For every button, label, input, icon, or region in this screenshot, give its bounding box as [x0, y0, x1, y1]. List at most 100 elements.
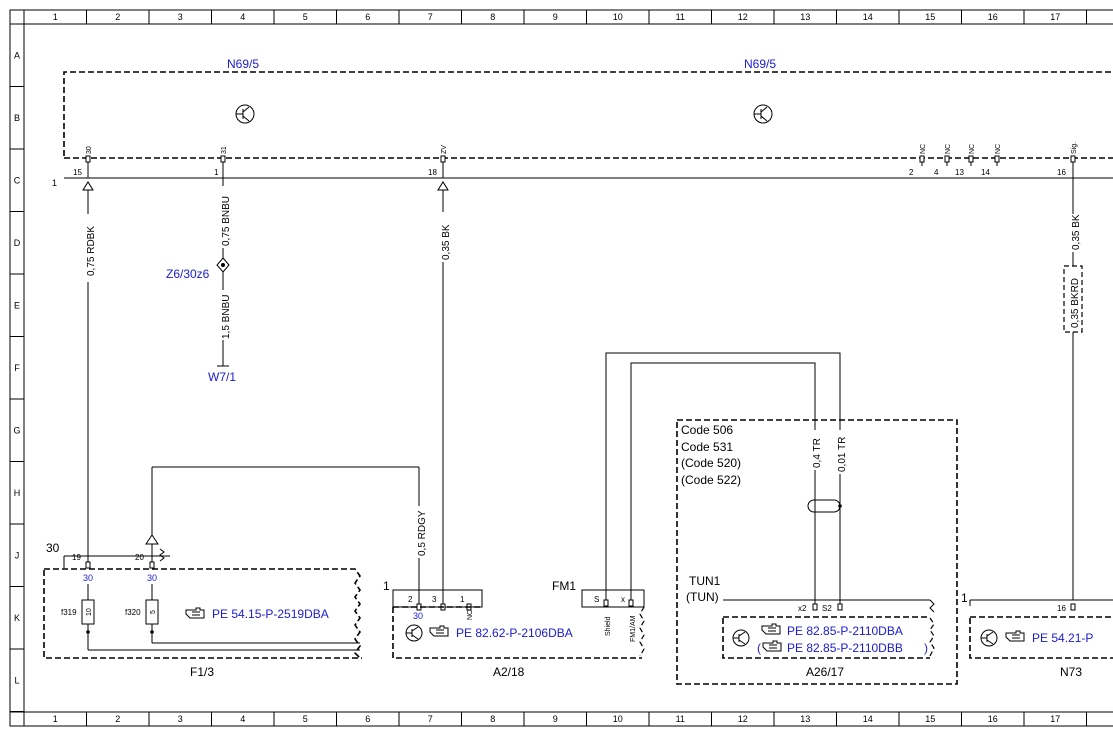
n73-pin-16: 16: [1057, 604, 1066, 613]
pin-zv: ZV: [441, 145, 448, 154]
wire-label-bnbu-1: 0,75 BNBU: [221, 196, 232, 246]
z6-label: Z6/30z6: [166, 267, 210, 281]
n69-pins: [85, 155, 1076, 163]
grid-column-label: 6: [365, 714, 370, 724]
a2-bus-number: 1: [383, 579, 390, 593]
f1-pin-19: 19: [72, 553, 81, 562]
grid-column-label: 10: [613, 12, 623, 22]
pointing-hand-icon: [1005, 630, 1025, 642]
grid-column-label: 12: [738, 12, 748, 22]
n69-label-left: N69/5: [227, 57, 259, 71]
n73-box: [969, 618, 1113, 659]
grid-row-label: L: [14, 675, 19, 685]
fuse-f320: f320: [125, 608, 141, 617]
f1-label: F1/3: [190, 665, 214, 679]
coax-signal-route: [630, 362, 816, 600]
pin-num-14: 14: [981, 168, 990, 177]
fm1-connector: [581, 589, 645, 608]
grid-column-label: 16: [988, 12, 998, 22]
fm1-pin-x: x: [621, 595, 625, 604]
pin-num-18: 18: [428, 168, 437, 177]
grid-column-label: 3: [178, 714, 183, 724]
ref-a26-b-open: (: [757, 641, 761, 655]
grid-column-label: 4: [240, 714, 245, 724]
n69-label-right: N69/5: [744, 57, 776, 71]
code-531: Code 531: [681, 440, 733, 454]
a2-label: A2/18: [493, 665, 525, 679]
grid-column-label: 14: [863, 12, 873, 22]
fuse-30-a: 30: [83, 573, 93, 583]
grid-row-label: D: [14, 238, 21, 248]
fuse-f319: f319: [61, 608, 77, 617]
pin-nc-4: NC: [995, 144, 1002, 154]
pin-num-13: 13: [955, 168, 964, 177]
bus-number: 1: [52, 178, 57, 188]
f1-box-break: [44, 568, 361, 659]
grid-column-label: 12: [738, 714, 748, 724]
grid-column-label: 4: [240, 12, 245, 22]
w7-label: W7/1: [208, 370, 236, 384]
a2-pin-3: 3: [432, 595, 437, 604]
transistor-icon: [732, 629, 750, 647]
tun-label: (TUN): [686, 590, 719, 604]
grid-column-label: 6: [365, 12, 370, 22]
a26-pin-x2: x2: [798, 604, 807, 613]
f1-box: [43, 570, 362, 659]
grid-column-label: 8: [490, 714, 495, 724]
coax-shield-route: [605, 352, 841, 600]
grid-column-label: 3: [178, 12, 183, 22]
pin-num-2: 2: [909, 168, 914, 177]
a2-pin-1: 1: [460, 595, 465, 604]
grid-row-label: B: [14, 113, 20, 123]
grid-row-label: K: [14, 613, 20, 623]
pin-num-4: 4: [934, 168, 939, 177]
pin-nc-2: NC: [945, 144, 952, 154]
splice-icon: [216, 257, 230, 273]
code-520: (Code 520): [681, 456, 741, 470]
pin-nc-1: NC: [920, 144, 927, 154]
code-506: Code 506: [681, 423, 733, 437]
wire-label-tr-2: 0,01 TR: [837, 437, 848, 472]
a26-pin-s2: S2: [822, 604, 832, 613]
grid-row-label: F: [14, 363, 20, 373]
n73-bus-number: 1: [961, 591, 968, 605]
fm1-label: FM1: [552, 579, 576, 593]
a26-label: A26/17: [806, 665, 844, 679]
grid-column-label: 11: [676, 12, 685, 22]
grid-column-label: 2: [115, 12, 120, 22]
wire-label-bnbu-2: 1,5 BNBU: [221, 295, 232, 339]
pointing-hand-icon: [185, 607, 205, 619]
grid-row-label: A: [14, 50, 20, 60]
grid-column-label: 7: [428, 714, 433, 724]
ref-a26-a: PE 82.85-P-2110DBA: [787, 624, 903, 638]
a2-pin-30: 30: [413, 611, 423, 621]
fm1-pin-s: S: [594, 595, 599, 604]
grid-row-label: E: [14, 300, 20, 310]
ref-a26-b: PE 82.85-P-2110DBB: [787, 641, 903, 655]
wire-label-bk-2: 0,35 BK: [1071, 214, 1082, 250]
pointing-hand-icon: [762, 640, 782, 652]
grid-column-label: 5: [303, 714, 308, 724]
grid-column-label: 9: [553, 714, 558, 724]
pin-31: 31: [221, 146, 228, 154]
a26-box-break: [929, 617, 935, 657]
grid-column-label: 5: [303, 12, 308, 22]
grid-row-label: C: [14, 175, 21, 185]
grid-column-label: 2: [115, 714, 120, 724]
grid-column-label: 10: [613, 714, 623, 724]
fuse-value-5: 5: [150, 610, 157, 614]
f1-pin-20: 20: [135, 553, 144, 562]
ref-f1: PE 54.15-P-2519DBA: [212, 607, 329, 621]
pin-30: 30: [86, 146, 93, 154]
pin-num-15: 15: [73, 168, 82, 177]
a2-pin-2: 2: [408, 595, 413, 604]
wire-label-rdbk: 0,75 RDBK: [86, 226, 97, 276]
fuse-30-b: 30: [147, 573, 157, 583]
coax-shield-icon: [807, 499, 841, 513]
grid-column-label: 7: [428, 12, 433, 22]
grid-column-label: 8: [490, 12, 495, 22]
ref-a26-b-close: ): [924, 641, 928, 655]
a26-box: [722, 618, 930, 659]
transistor-icon: [753, 104, 773, 124]
